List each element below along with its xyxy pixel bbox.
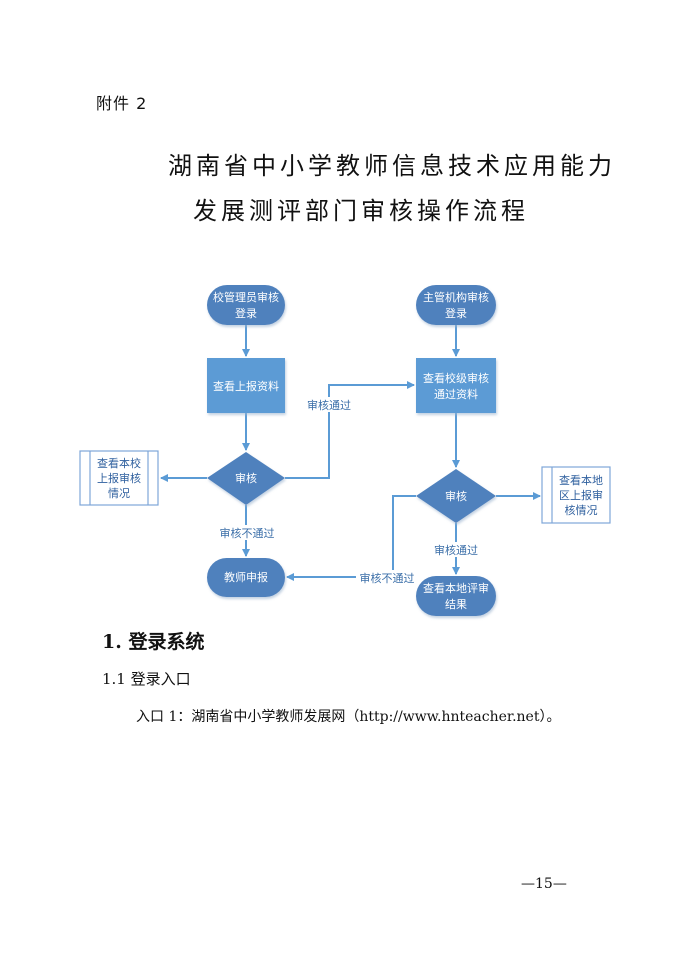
svg-text:查看本地评审: 查看本地评审: [423, 581, 489, 595]
edge-label-school-fail: 审核不通过: [220, 526, 275, 540]
svg-text:校管理员审核: 校管理员审核: [213, 290, 279, 304]
edge-school-review-pass: [285, 381, 415, 479]
section-heading: 1. 登录系统: [102, 631, 205, 653]
svg-text:查看本地: 查看本地: [559, 473, 603, 487]
svg-text:审核: 审核: [445, 489, 467, 503]
node-authority-review-decision: 审核: [416, 469, 496, 523]
svg-text:情况: 情况: [108, 487, 130, 500]
attachment-label: 附件 2: [96, 94, 148, 113]
svg-text:教师申报: 教师申报: [224, 570, 268, 584]
node-school-status-subprocess: 查看本校 上报审核 情况: [79, 450, 159, 506]
node-school-review-decision: 审核: [207, 452, 285, 505]
edge-authority-review-fail: [286, 495, 416, 581]
node-view-passed: 查看校级审核 通过资料: [416, 358, 496, 413]
page-number: —15—: [521, 876, 567, 892]
svg-text:查看上报资料: 查看上报资料: [213, 379, 279, 393]
node-authority-login: 主管机构审核 登录: [416, 285, 496, 325]
entry-paragraph: 入口 1：湖南省中小学教师发展网（http://www.hnteacher.ne…: [136, 709, 561, 725]
svg-text:登录: 登录: [235, 306, 257, 320]
document-title-line-2: 发展测评部门审核操作流程: [193, 197, 529, 225]
svg-text:核情况: 核情况: [565, 503, 598, 517]
svg-text:查看校级审核: 查看校级审核: [423, 371, 489, 385]
svg-text:审核: 审核: [235, 471, 257, 485]
svg-text:通过资料: 通过资料: [434, 387, 478, 401]
document-title-line-1: 湖南省中小学教师信息技术应用能力: [168, 152, 616, 180]
node-view-report: 查看上报资料: [207, 358, 285, 413]
node-teacher-submit: 教师申报: [207, 558, 285, 597]
svg-text:上报审核: 上报审核: [97, 471, 141, 485]
svg-text:查看本校: 查看本校: [97, 456, 141, 470]
node-school-login: 校管理员审核 登录: [207, 285, 285, 325]
svg-text:区上报审: 区上报审: [559, 488, 603, 502]
svg-text:登录: 登录: [445, 306, 467, 320]
svg-text:主管机构审核: 主管机构审核: [423, 290, 489, 304]
edge-label-authority-pass: 审核通过: [434, 543, 478, 557]
edge-label-school-pass: 审核通过: [307, 398, 351, 412]
node-region-result: 查看本地评审 结果: [416, 576, 496, 616]
svg-text:结果: 结果: [445, 598, 467, 611]
node-region-status-subprocess: 查看本地 区上报审 核情况: [541, 466, 611, 524]
subsection-heading: 1.1 登录入口: [102, 670, 191, 688]
edge-label-authority-fail: 审核不通过: [360, 571, 415, 585]
